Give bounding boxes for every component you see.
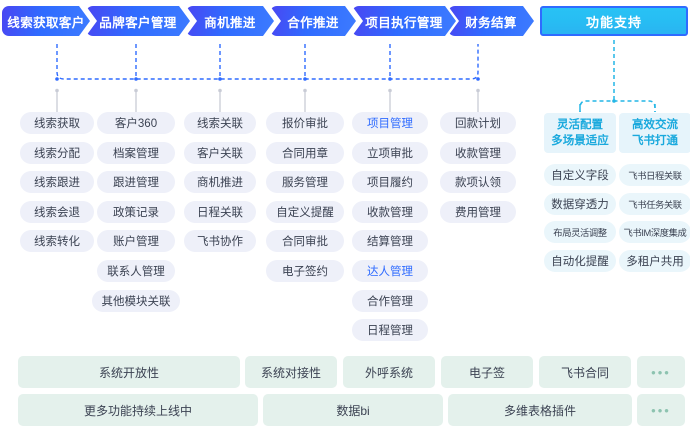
bottom-bar-row2-3[interactable]: 多维表格插件	[448, 394, 632, 426]
feature-chip-lead-acquisition-2[interactable]: 线索分配	[20, 141, 94, 164]
connector-node	[476, 88, 480, 93]
bottom-bar-row2-2[interactable]: 数据bi	[263, 394, 443, 426]
feature-chip-finance-settlement-1[interactable]: 回款计划	[440, 112, 516, 134]
feature-chip-project-execution-3[interactable]: 项目履约	[352, 171, 428, 194]
feature-chip-lead-acquisition-3[interactable]: 线索跟进	[20, 171, 94, 194]
connector-node	[476, 77, 480, 81]
flow-step-2[interactable]: 品牌客户管理	[86, 6, 190, 36]
flow-step-4[interactable]: 合作推进	[270, 6, 356, 36]
more-dots-icon: •••	[651, 402, 671, 418]
feature-chip-cooperation-3[interactable]: 服务管理	[266, 171, 344, 194]
feature-chip-cooperation-6[interactable]: 电子签约	[266, 260, 344, 282]
flow-step-5[interactable]: 项目执行管理	[352, 6, 456, 36]
support-head-flexible-config: 灵活配置多场景适应	[544, 113, 616, 153]
support-chip-flexible-config-3[interactable]: 布局灵活调整	[544, 221, 616, 243]
feature-chip-project-execution-7[interactable]: 合作管理	[352, 289, 428, 312]
feature-chip-opportunity-1[interactable]: 线索关联	[184, 112, 256, 134]
connector-node	[388, 77, 392, 81]
connector-node	[55, 77, 59, 81]
feature-chip-cooperation-5[interactable]: 合同审批	[266, 230, 344, 253]
bottom-bar-row1-3[interactable]: 外呼系统	[343, 356, 435, 388]
bottom-bar-row2-4[interactable]: •••	[637, 394, 685, 426]
flow-step-1[interactable]: 线索获取客户	[2, 6, 90, 36]
bottom-bar-row1-6[interactable]: •••	[637, 356, 685, 388]
feature-chip-project-execution-2[interactable]: 立项审批	[352, 141, 428, 164]
feature-chip-project-execution-5[interactable]: 结算管理	[352, 230, 428, 253]
feature-chip-cooperation-1[interactable]: 报价审批	[266, 112, 344, 134]
feature-chip-brand-customer-4[interactable]: 政策记录	[97, 200, 175, 223]
feature-chip-finance-settlement-2[interactable]: 收款管理	[440, 141, 516, 164]
feature-chip-finance-settlement-3[interactable]: 款项认领	[440, 171, 516, 194]
support-chip-efficient-communication-2[interactable]: 飞书任务关联	[619, 192, 690, 215]
feature-chip-opportunity-3[interactable]: 商机推进	[184, 171, 256, 194]
feature-chip-lead-acquisition-1[interactable]: 线索获取	[20, 112, 94, 134]
feature-chip-cooperation-4[interactable]: 自定义提醒	[266, 200, 344, 223]
feature-chip-brand-customer-2[interactable]: 档案管理	[97, 141, 175, 164]
flow-step-support[interactable]: 功能支持	[540, 6, 688, 36]
support-chip-flexible-config-1[interactable]: 自定义字段	[544, 164, 616, 186]
feature-chip-brand-customer-5[interactable]: 账户管理	[97, 230, 175, 253]
bottom-bar-row2-1[interactable]: 更多功能持续上线中	[18, 394, 258, 426]
support-head-line1: 灵活配置	[557, 119, 603, 131]
feature-chip-cooperation-2[interactable]: 合同用章	[266, 141, 344, 164]
feature-chip-opportunity-5[interactable]: 飞书协作	[184, 230, 256, 253]
feature-chip-opportunity-4[interactable]: 日程关联	[184, 200, 256, 223]
feature-chip-project-execution-8[interactable]: 日程管理	[352, 319, 428, 342]
support-head-line2: 飞书打通	[632, 135, 678, 147]
flow-step-6[interactable]: 财务结算	[448, 6, 534, 36]
support-head-line1: 高效交流	[632, 119, 678, 131]
support-chip-efficient-communication-1[interactable]: 飞书日程关联	[619, 164, 690, 186]
bottom-bar-row1-4[interactable]: 电子签	[441, 356, 533, 388]
more-dots-icon: •••	[651, 364, 671, 380]
connector-node	[134, 88, 138, 93]
connector-node	[218, 88, 222, 93]
connector-node	[303, 88, 307, 93]
support-head-efficient-communication: 高效交流飞书打通	[619, 113, 690, 153]
connector-node	[55, 88, 59, 93]
connector-path	[579, 100, 656, 112]
flow-step-3[interactable]: 商机推进	[186, 6, 274, 36]
feature-chip-project-execution-4[interactable]: 收款管理	[352, 200, 428, 223]
support-chip-flexible-config-4[interactable]: 自动化提醒	[544, 249, 616, 272]
bottom-bar-row1-5[interactable]: 飞书合同	[539, 356, 631, 388]
connector-node	[388, 88, 392, 93]
feature-chip-brand-customer-3[interactable]: 跟进管理	[97, 171, 175, 194]
feature-chip-lead-acquisition-5[interactable]: 线索转化	[20, 230, 94, 253]
support-chip-efficient-communication-3[interactable]: 飞书IM深度集成	[619, 221, 690, 243]
support-chip-efficient-communication-4[interactable]: 多租户共用	[619, 249, 690, 272]
feature-chip-brand-customer-6[interactable]: 联系人管理	[97, 260, 175, 282]
support-head-line2: 多场景适应	[551, 135, 609, 147]
connector-node	[134, 77, 138, 81]
feature-chip-project-execution-6[interactable]: 达人管理	[352, 260, 428, 282]
support-chip-flexible-config-2[interactable]: 数据穿透力	[544, 192, 616, 215]
feature-chip-project-execution-1[interactable]: 项目管理	[352, 112, 428, 134]
bottom-bar-row1-2[interactable]: 系统对接性	[245, 356, 337, 388]
connector-node	[303, 77, 307, 81]
feature-chip-finance-settlement-4[interactable]: 费用管理	[440, 200, 516, 223]
connector-node	[612, 99, 616, 103]
connector-path	[56, 44, 479, 80]
feature-chip-opportunity-2[interactable]: 客户关联	[184, 141, 256, 164]
feature-chip-brand-customer-1[interactable]: 客户360	[97, 112, 175, 134]
bottom-bar-row1-1[interactable]: 系统开放性	[18, 356, 240, 388]
connector-node	[218, 77, 222, 81]
feature-chip-lead-acquisition-4[interactable]: 线索会退	[20, 200, 94, 223]
feature-chip-brand-customer-7[interactable]: 其他模块关联	[92, 289, 180, 312]
